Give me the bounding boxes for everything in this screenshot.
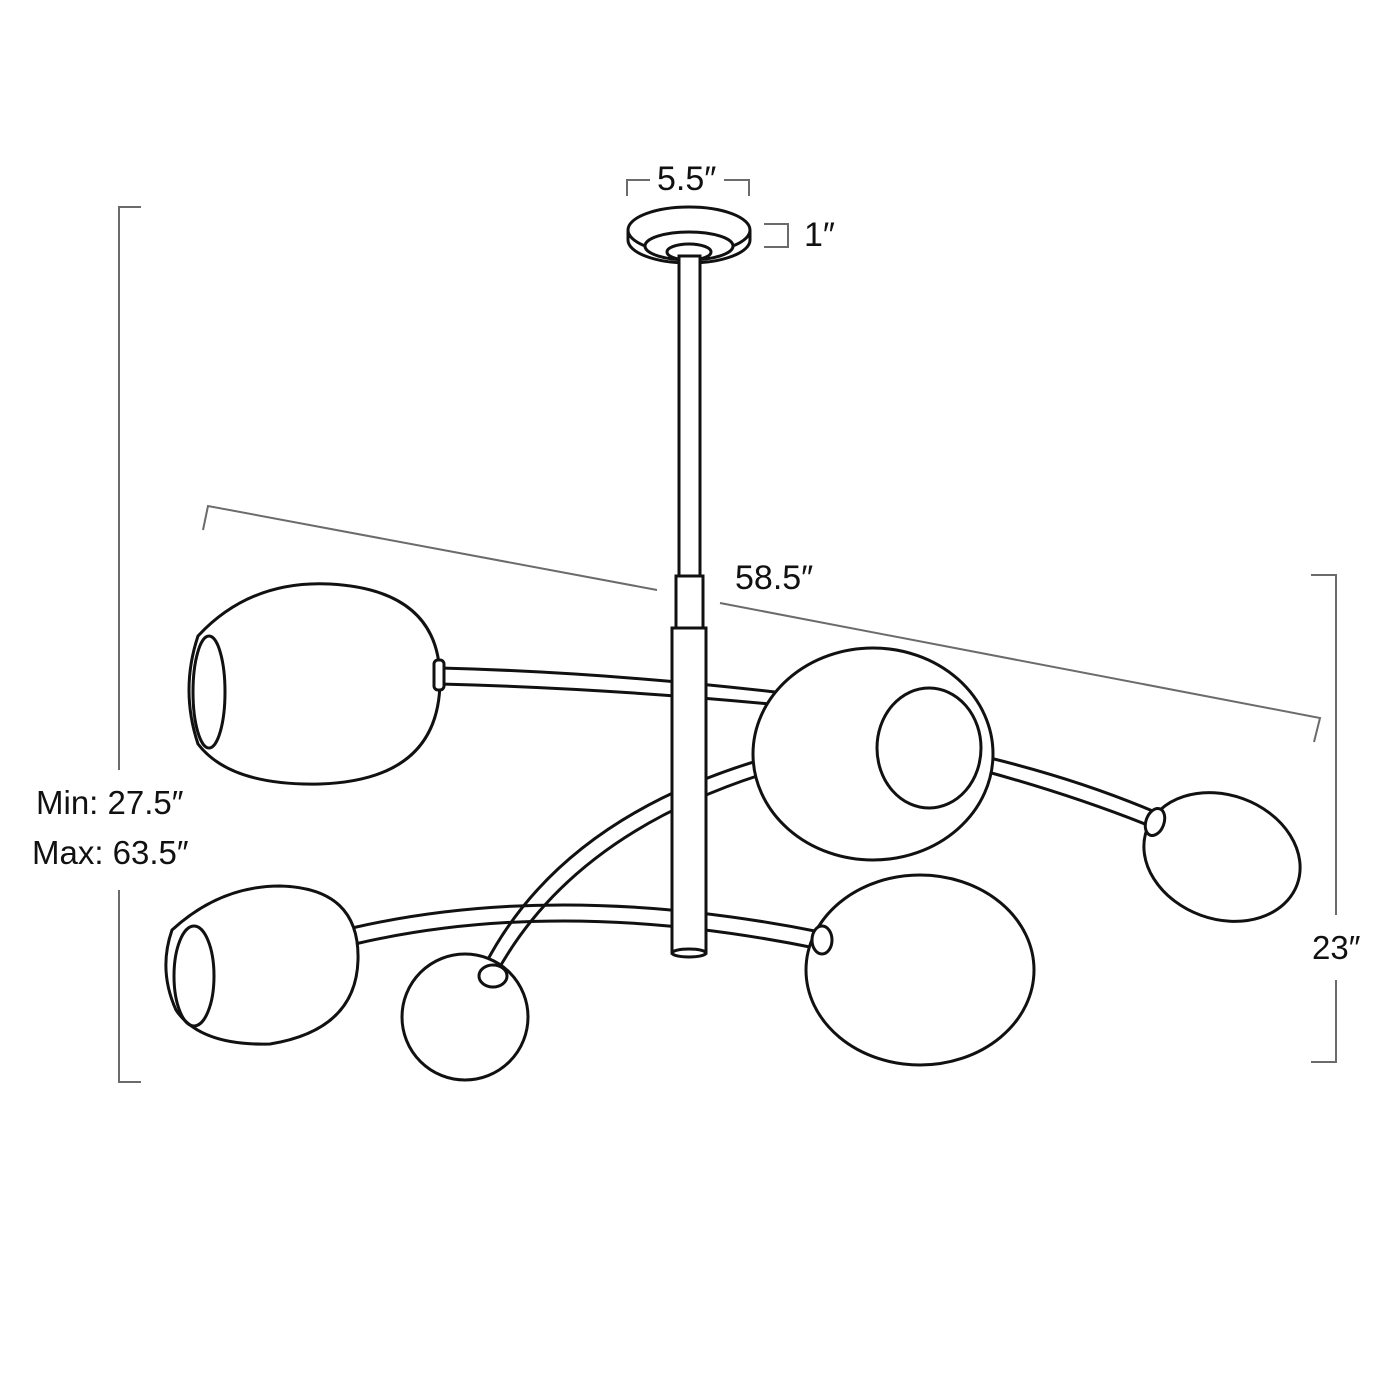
dimension-lines	[118, 179, 1337, 1083]
globe-center-right	[751, 646, 995, 862]
body-height-label: 23″	[1312, 929, 1361, 966]
canopy-width-bracket	[626, 179, 750, 196]
overall-height-bracket-top	[118, 206, 141, 770]
stem	[674, 254, 705, 632]
globe-small-lower	[400, 952, 530, 1082]
body-height-bracket-top	[1311, 574, 1337, 915]
globe-far-right	[1142, 791, 1302, 923]
canopy-height-bracket	[764, 223, 789, 248]
center-body	[670, 626, 708, 959]
globe-lower-right	[804, 873, 1036, 1067]
canopy-height-label: 1″	[804, 216, 835, 254]
span-width-line-left	[202, 504, 658, 591]
shade-upper-left	[187, 582, 446, 786]
canopy	[626, 205, 752, 265]
overall-height-bracket-bottom	[118, 890, 141, 1083]
overall-height-min-label: Min: 27.5″	[36, 784, 184, 821]
body-height-bracket-bottom	[1311, 980, 1337, 1063]
arms	[351, 666, 1156, 973]
canopy-width-label: 5.5″	[657, 160, 717, 198]
span-width-line-right	[719, 602, 1322, 743]
shade-lower-left	[164, 884, 360, 1046]
span-width-label: 58.5″	[735, 559, 814, 597]
overall-height-max-label: Max: 63.5″	[32, 834, 189, 871]
